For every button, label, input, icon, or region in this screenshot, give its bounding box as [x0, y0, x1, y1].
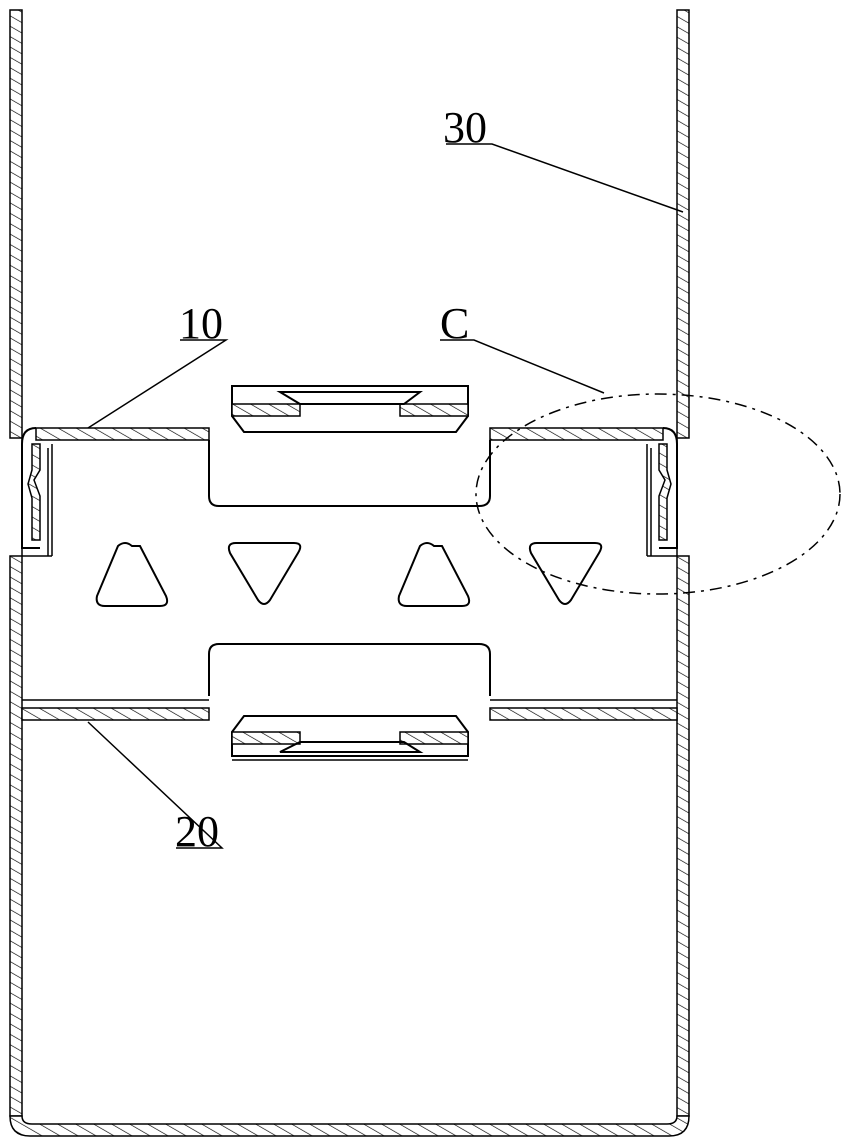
outer-shell: [9, 9, 690, 1137]
leader-30: [446, 143, 684, 213]
detail-c-outline: [475, 393, 841, 595]
lower-plate: [21, 699, 678, 721]
leader-c: [440, 339, 605, 394]
label-c: C: [440, 299, 469, 348]
leader-20: [87, 721, 224, 849]
middle-body: [208, 643, 491, 696]
lower-latch: [231, 715, 469, 761]
label-10: 10: [179, 299, 223, 348]
upper-latch: [231, 385, 469, 433]
leader-10: [87, 339, 229, 429]
label-20: 20: [175, 807, 219, 856]
triangle-openings: [95, 542, 603, 607]
upper-plate: [21, 427, 678, 557]
label-30: 30: [443, 103, 487, 152]
leader-lines: [87, 143, 684, 849]
